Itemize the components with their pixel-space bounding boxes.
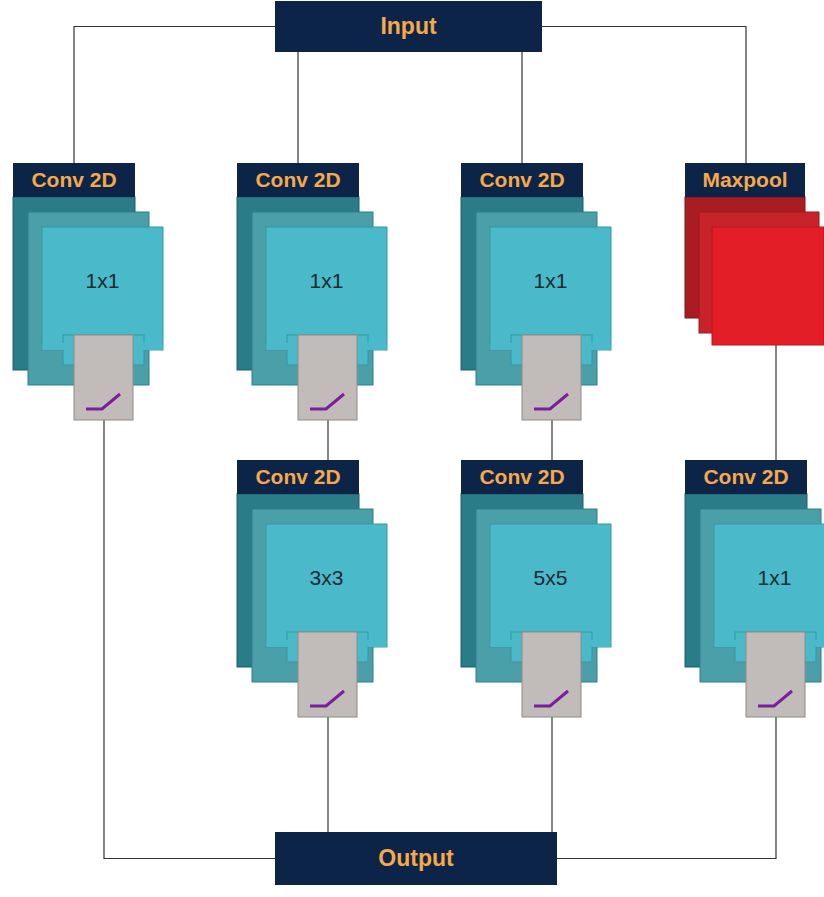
- text-slot: 1x1: [714, 524, 824, 632]
- connector-line: [551, 717, 552, 832]
- io-box: Output: [275, 832, 557, 885]
- connector-line: [74, 27, 275, 164]
- text-slot: 3x3: [266, 524, 387, 632]
- kernel-size: 3x3: [310, 566, 344, 590]
- conv-block: Conv 2D 1x1: [461, 163, 611, 420]
- header-tab: [237, 460, 359, 494]
- front-layer: [490, 524, 611, 647]
- kernel-size: 1x1: [758, 566, 792, 590]
- io-label: Input: [380, 13, 436, 40]
- header-tab: [685, 163, 805, 197]
- header-tab: [685, 460, 807, 494]
- connector-line: [775, 345, 776, 460]
- block-heading: Conv 2D: [479, 168, 564, 192]
- text-slot: Input: [275, 1, 542, 52]
- text-slot: 1x1: [490, 227, 611, 335]
- text-slot: Output: [275, 832, 557, 885]
- connector-line: [327, 717, 328, 832]
- kernel-size: 1x1: [86, 269, 120, 293]
- kernel-size: 1x1: [310, 269, 344, 293]
- text-slot: Conv 2D: [13, 163, 135, 197]
- block-heading: Conv 2D: [703, 465, 788, 489]
- block-heading: Conv 2D: [255, 465, 340, 489]
- io-label: Output: [378, 845, 453, 872]
- kernel-size: 5x5: [534, 566, 568, 590]
- io-fill: [275, 832, 557, 885]
- relu-box: [74, 335, 133, 420]
- relu-symbol: [534, 691, 568, 706]
- io-box: Input: [275, 1, 542, 52]
- text-slot: 5x5: [490, 524, 611, 632]
- front-layer: [266, 524, 387, 647]
- kernel-size: 1x1: [534, 269, 568, 293]
- text-slot: 1x1: [266, 227, 387, 335]
- connector-line: [551, 420, 552, 460]
- io-fill: [275, 1, 542, 52]
- connector-line: [557, 717, 776, 859]
- text-slot: Conv 2D: [237, 163, 359, 197]
- block-heading: Conv 2D: [31, 168, 116, 192]
- text-slot: 1x1: [42, 227, 163, 335]
- relu-symbol: [310, 691, 344, 706]
- conv-block: Conv 2D 3x3: [237, 460, 387, 717]
- header-tab: [13, 163, 135, 197]
- relu-symbol: [86, 394, 120, 409]
- header-tab: [461, 163, 583, 197]
- header-tab: [237, 163, 359, 197]
- text-slot: Conv 2D: [461, 460, 583, 494]
- front-layer: [42, 227, 163, 350]
- relu-symbol: [534, 394, 568, 409]
- connector-line: [327, 420, 328, 460]
- text-slot: Conv 2D: [461, 163, 583, 197]
- relu-symbol: [758, 691, 792, 706]
- front-layer: [712, 227, 824, 345]
- connector-line: [521, 52, 522, 163]
- conv-block: Conv 2D 1x1: [237, 163, 387, 420]
- header-tab: [461, 460, 583, 494]
- block-heading: Maxpool: [702, 168, 787, 192]
- text-slot: Conv 2D: [237, 460, 359, 494]
- connector-line: [542, 27, 746, 164]
- relu-box: [746, 632, 805, 717]
- conv-block: Conv 2D 5x5: [461, 460, 611, 717]
- block-heading: Conv 2D: [255, 168, 340, 192]
- front-layer: [266, 227, 387, 350]
- text-slot: Maxpool: [685, 163, 805, 197]
- block-shape: [685, 460, 824, 717]
- conv-block: Conv 2D 1x1: [685, 460, 824, 717]
- relu-box: [522, 335, 581, 420]
- maxpool-block: Maxpool: [685, 163, 824, 345]
- relu-symbol: [310, 394, 344, 409]
- front-layer: [714, 524, 824, 647]
- block-heading: Conv 2D: [479, 465, 564, 489]
- text-slot: Conv 2D: [685, 460, 807, 494]
- front-layer: [490, 227, 611, 350]
- relu-box: [298, 335, 357, 420]
- relu-box: [298, 632, 357, 717]
- relu-box: [522, 632, 581, 717]
- conv-block: Conv 2D 1x1: [13, 163, 163, 420]
- connector-line: [297, 52, 298, 163]
